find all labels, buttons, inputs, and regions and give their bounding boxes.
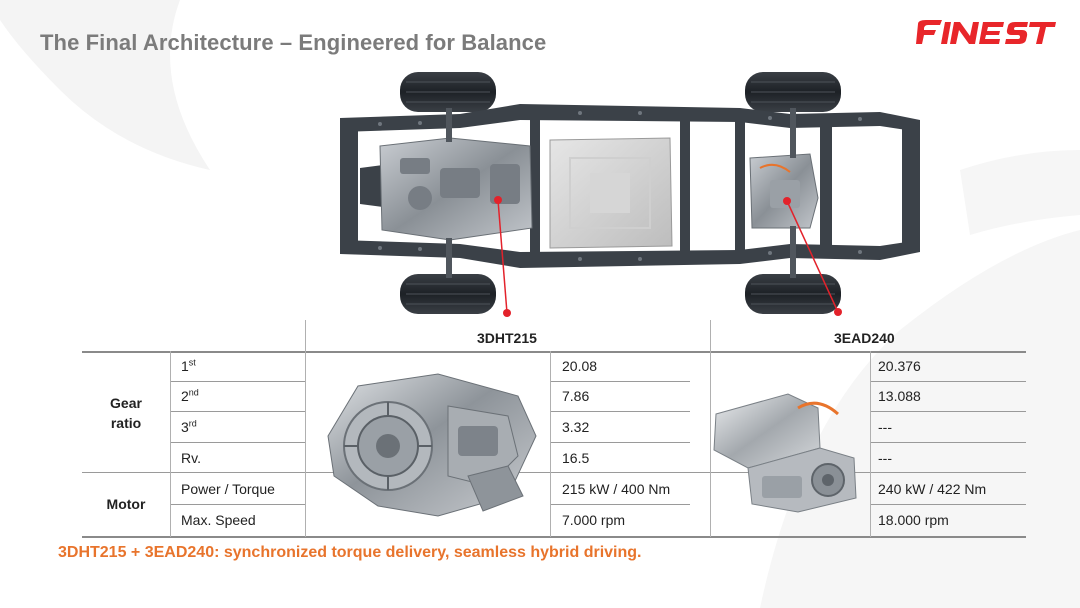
row-label-rv: Rv. (181, 450, 201, 466)
value-3ead240: 20.376 (878, 358, 921, 374)
spec-table: 3DHT215 3EAD240 Gear ratio Motor 1st 2nd… (82, 320, 1026, 538)
value-3ead240: --- (878, 419, 892, 435)
row-label-1st: 1st (181, 357, 196, 374)
summary-footer: 3DHT215 + 3EAD240: synchronized torque d… (58, 544, 642, 561)
value-3ead240: 13.088 (878, 388, 921, 404)
value-3ead240: 18.000 rpm (878, 512, 949, 528)
value-3dht215: 7.000 rpm (562, 512, 626, 528)
value-3dht215: 3.32 (562, 419, 590, 435)
3dht215-transmission-image (327, 373, 537, 517)
column-header-3ead240: 3EAD240 (834, 330, 895, 346)
value-3dht215: 16.5 (562, 450, 590, 466)
3ead240-drive-unit-image (713, 393, 857, 513)
chassis-illustration (340, 72, 920, 314)
row-label-power-torque: Power / Torque (181, 481, 275, 497)
page-title: The Final Architecture – Engineered for … (40, 30, 547, 55)
row-label-3rd: 3rd (181, 418, 197, 435)
value-3ead240: --- (878, 450, 892, 466)
column-header-3dht215: 3DHT215 (477, 330, 537, 346)
value-3dht215: 20.08 (562, 358, 598, 374)
value-3ead240: 240 kW / 422 Nm (878, 481, 987, 497)
group-label-gear-ratio: Gear ratio (110, 395, 142, 431)
row-label-max-speed: Max. Speed (181, 512, 256, 528)
value-3dht215: 215 kW / 400 Nm (562, 481, 671, 497)
finest-logo (916, 20, 1056, 44)
value-3dht215: 7.86 (562, 388, 590, 404)
row-label-2nd: 2nd (181, 387, 199, 404)
group-label-motor: Motor (106, 496, 146, 512)
